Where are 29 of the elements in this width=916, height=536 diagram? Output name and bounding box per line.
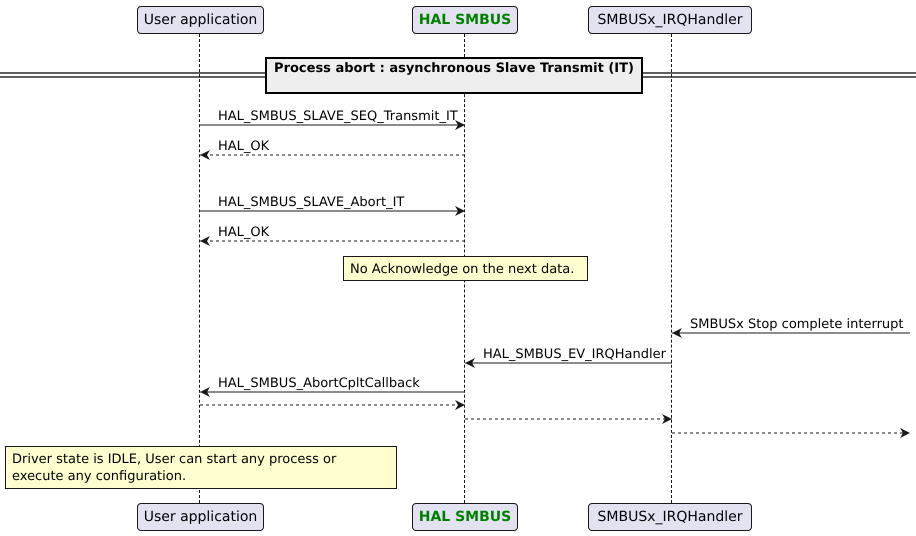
message-label: HAL_OK xyxy=(218,139,270,154)
lifeline xyxy=(199,34,201,503)
message-label: HAL_OK xyxy=(218,225,270,240)
message-arrow xyxy=(200,150,466,160)
message-arrow xyxy=(200,236,466,246)
message-label: SMBUSx Stop complete interrupt xyxy=(690,317,904,332)
note-box: No Acknowledge on the next data. xyxy=(343,256,588,281)
group-header-box: Process abort : asynchronous Slave Transmit (IT) xyxy=(265,57,643,94)
message-arrow xyxy=(672,328,910,338)
lifeline xyxy=(464,34,466,503)
message-arrow xyxy=(200,387,466,397)
message-label: HAL_SMBUS_AbortCpltCallback xyxy=(218,376,420,391)
message-arrow xyxy=(672,428,910,438)
message-arrow xyxy=(200,206,466,216)
participant-box: HAL SMBUS xyxy=(412,503,518,531)
participant-box: User application xyxy=(137,503,264,531)
message-arrow xyxy=(464,358,672,368)
message-arrow xyxy=(200,120,466,130)
message-arrow xyxy=(200,400,466,410)
note-box: Driver state is IDLE, User can start any process or execute any configuration. xyxy=(5,446,397,489)
message-label: HAL_SMBUS_EV_IRQHandler xyxy=(483,347,666,362)
participant-box: User application xyxy=(137,6,264,34)
participant-box: SMBUSx_IRQHandler xyxy=(588,503,752,531)
message-arrow xyxy=(464,414,672,424)
participant-box: SMBUSx_IRQHandler xyxy=(588,6,752,34)
message-label: HAL_SMBUS_SLAVE_SEQ_Transmit_IT xyxy=(218,109,458,124)
lifeline xyxy=(671,34,673,503)
message-label: HAL_SMBUS_SLAVE_Abort_IT xyxy=(218,195,404,210)
participant-box: HAL SMBUS xyxy=(412,6,518,34)
